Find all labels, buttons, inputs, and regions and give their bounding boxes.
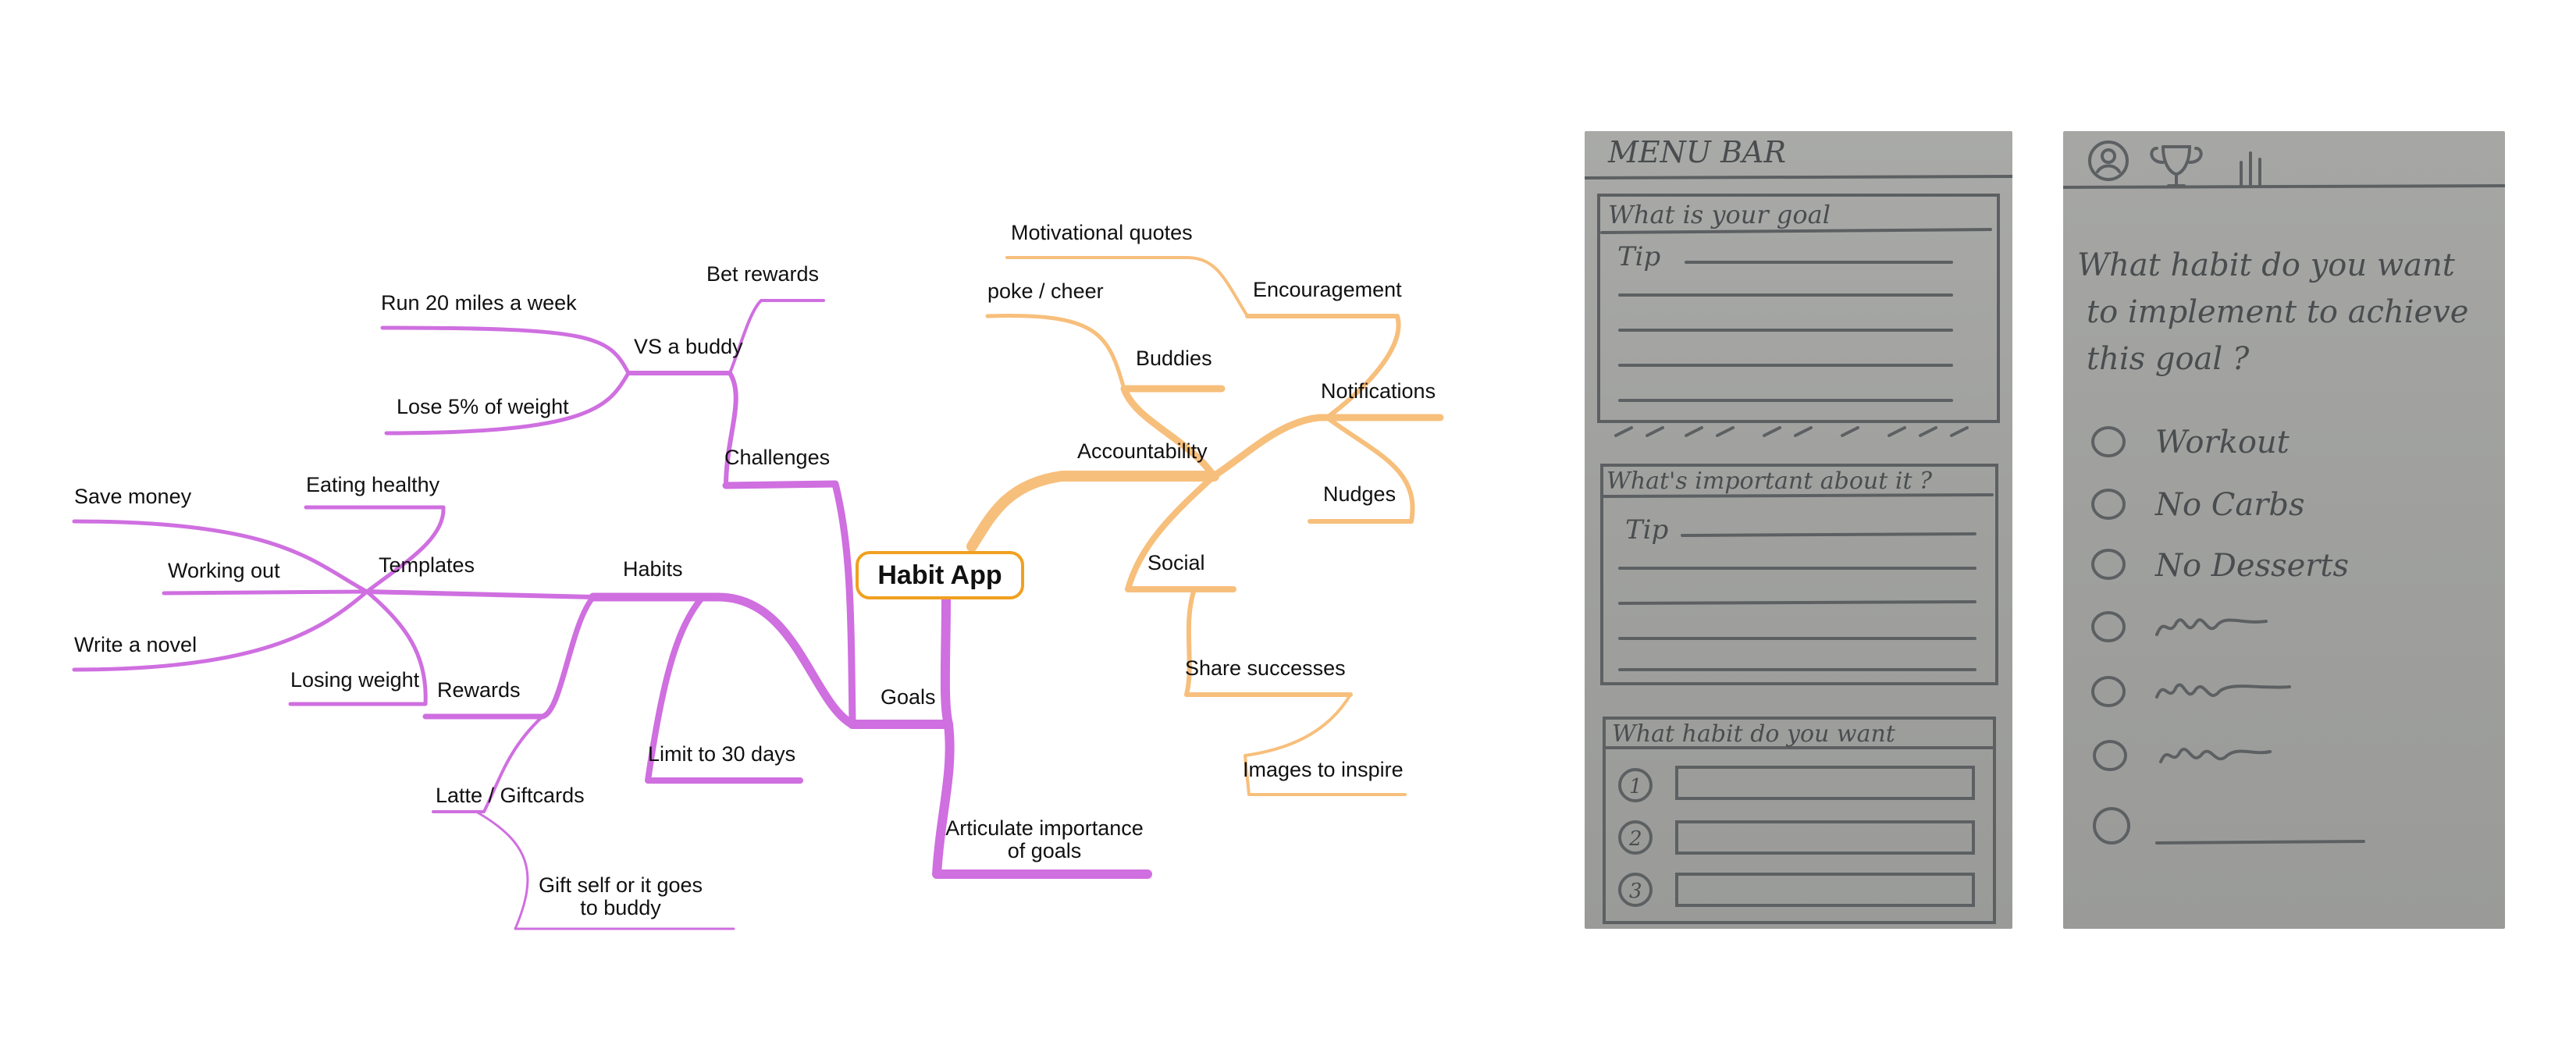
node-articulate-line1: Articulate importance	[945, 816, 1144, 840]
habit-screen-sketch-drawing: What habit do you want to implement to a…	[2063, 140, 2505, 845]
goal-screen-sketch: MENU BAR What is your goal Tip What's im…	[1585, 131, 2012, 929]
option-scribble-5	[2155, 683, 2291, 699]
node-save-money: Save money	[74, 485, 192, 508]
habit-option-workout: Workout	[2155, 425, 2290, 460]
branch-center-accountability	[966, 471, 1219, 552]
habit-screen-sketch: What habit do you want to implement to a…	[2063, 131, 2505, 929]
profile-icon	[2088, 140, 2129, 181]
habit-question-line1: What habit do you want	[2077, 247, 2456, 283]
branch-habits-rewards	[422, 594, 596, 720]
center-node-box	[856, 551, 1024, 599]
habit-app-mind-map: Habit App Goals Habits Templates Save mo…	[72, 221, 1444, 930]
node-challenges: Challenges	[724, 446, 830, 469]
node-social: Social	[1147, 551, 1205, 574]
stats-icon	[2240, 151, 2261, 187]
node-encouragement: Encouragement	[1253, 278, 1402, 301]
goal-card	[1597, 194, 2000, 423]
node-nudges: Nudges	[1323, 482, 1396, 506]
branch-social-share	[1184, 587, 1353, 697]
center-node: Habit App	[856, 551, 1024, 599]
option-scribble-6	[2159, 748, 2272, 763]
branch-encouragement-quotes	[1005, 256, 1249, 318]
branch-latte-gift	[432, 810, 735, 930]
node-write-novel: Write a novel	[74, 633, 197, 656]
node-run-20: Run 20 miles a week	[381, 291, 577, 315]
node-articulate-line2: of goals	[1008, 839, 1082, 862]
habit-question-line3: this goal ?	[2087, 341, 2250, 377]
branch-buddies-poke	[985, 313, 1126, 391]
center-node-label: Habit App	[877, 560, 1002, 590]
branch-challenges-vs	[626, 371, 738, 488]
node-gift-self-line1: Gift self or it goes	[539, 873, 703, 897]
node-share-successes: Share successes	[1185, 656, 1346, 680]
branch-notifications-encouragement	[1245, 314, 1401, 420]
branch-habits-templates	[365, 589, 596, 599]
node-gift-self-line2: to buddy	[580, 896, 661, 919]
node-images-inspire: Images to inspire	[1243, 758, 1404, 781]
branch-goals-challenges	[722, 480, 856, 728]
goal-question: What is your goal	[1608, 200, 1831, 229]
node-lose-5: Lose 5% of weight	[397, 395, 569, 418]
node-motivational-quotes: Motivational quotes	[1011, 221, 1193, 244]
branch-challenges-bet	[728, 299, 825, 375]
branch-templates-eating	[304, 505, 446, 594]
branch-habits-limit	[645, 594, 803, 784]
node-vs-buddy: VS a buddy	[634, 335, 743, 358]
node-accountability: Accountability	[1077, 439, 1208, 463]
branch-accountability-social	[1125, 473, 1236, 592]
node-bet-rewards: Bet rewards	[706, 262, 819, 286]
node-poke-cheer: poke / cheer	[987, 279, 1104, 303]
node-working-out: Working out	[168, 559, 280, 582]
purple-branches	[72, 299, 1152, 930]
habit-question: What habit do you want	[1612, 720, 1896, 748]
node-notifications: Notifications	[1321, 379, 1436, 403]
top-bar-divider	[2063, 184, 2505, 189]
importance-tip: Tip	[1625, 514, 1668, 546]
orange-branches	[966, 256, 1444, 796]
habit-question-line2: to implement to achieve	[2087, 294, 2468, 330]
node-rewards: Rewards	[437, 678, 521, 702]
branch-vs-run	[380, 325, 631, 375]
node-losing-weight: Losing weight	[290, 668, 420, 692]
branch-accountability-notifications	[1210, 414, 1444, 480]
node-limit-30: Limit to 30 days	[648, 742, 795, 766]
habit-number-3: 3	[1629, 880, 1642, 903]
node-eating-healthy: Eating healthy	[306, 473, 440, 496]
branch-vs-lose	[384, 371, 631, 436]
node-buddies: Buddies	[1136, 347, 1212, 370]
branch-goals-articulate	[932, 720, 1152, 879]
habit-card	[1603, 717, 1996, 924]
importance-card	[1600, 464, 1998, 685]
branch-goals-habits	[589, 592, 857, 729]
menu-bar-label: MENU BAR	[1607, 135, 1786, 169]
option-scribble-4	[2155, 618, 2268, 636]
branch-templates-losing	[288, 589, 428, 706]
goal-tip: Tip	[1617, 241, 1660, 272]
node-templates: Templates	[379, 553, 475, 577]
habit-option-no-desserts: No Desserts	[2154, 548, 2349, 584]
branch-notifications-nudges	[1308, 415, 1415, 524]
importance-question: What's important about it ?	[1606, 468, 1933, 495]
branch-templates-novel	[72, 589, 369, 672]
node-habits: Habits	[623, 557, 683, 581]
trophy-icon	[2150, 145, 2203, 187]
node-latte: Latte / Giftcards	[436, 784, 585, 807]
habit-option-no-carbs: No Carbs	[2154, 487, 2305, 523]
node-goals: Goals	[881, 685, 936, 709]
branch-templates-working	[162, 589, 369, 596]
branch-accountability-buddies	[1120, 385, 1226, 480]
goal-screen-sketch-drawing: MENU BAR What is your goal Tip What's im…	[1585, 135, 2012, 924]
branch-templates-save	[72, 519, 369, 594]
branch-rewards-latte	[432, 715, 544, 813]
habit-number-2: 2	[1628, 827, 1642, 851]
menu-bar-divider	[1585, 175, 2012, 180]
branch-share-images	[1244, 693, 1407, 796]
option-blank-line	[2155, 840, 2365, 845]
habit-number-1: 1	[1629, 775, 1642, 798]
